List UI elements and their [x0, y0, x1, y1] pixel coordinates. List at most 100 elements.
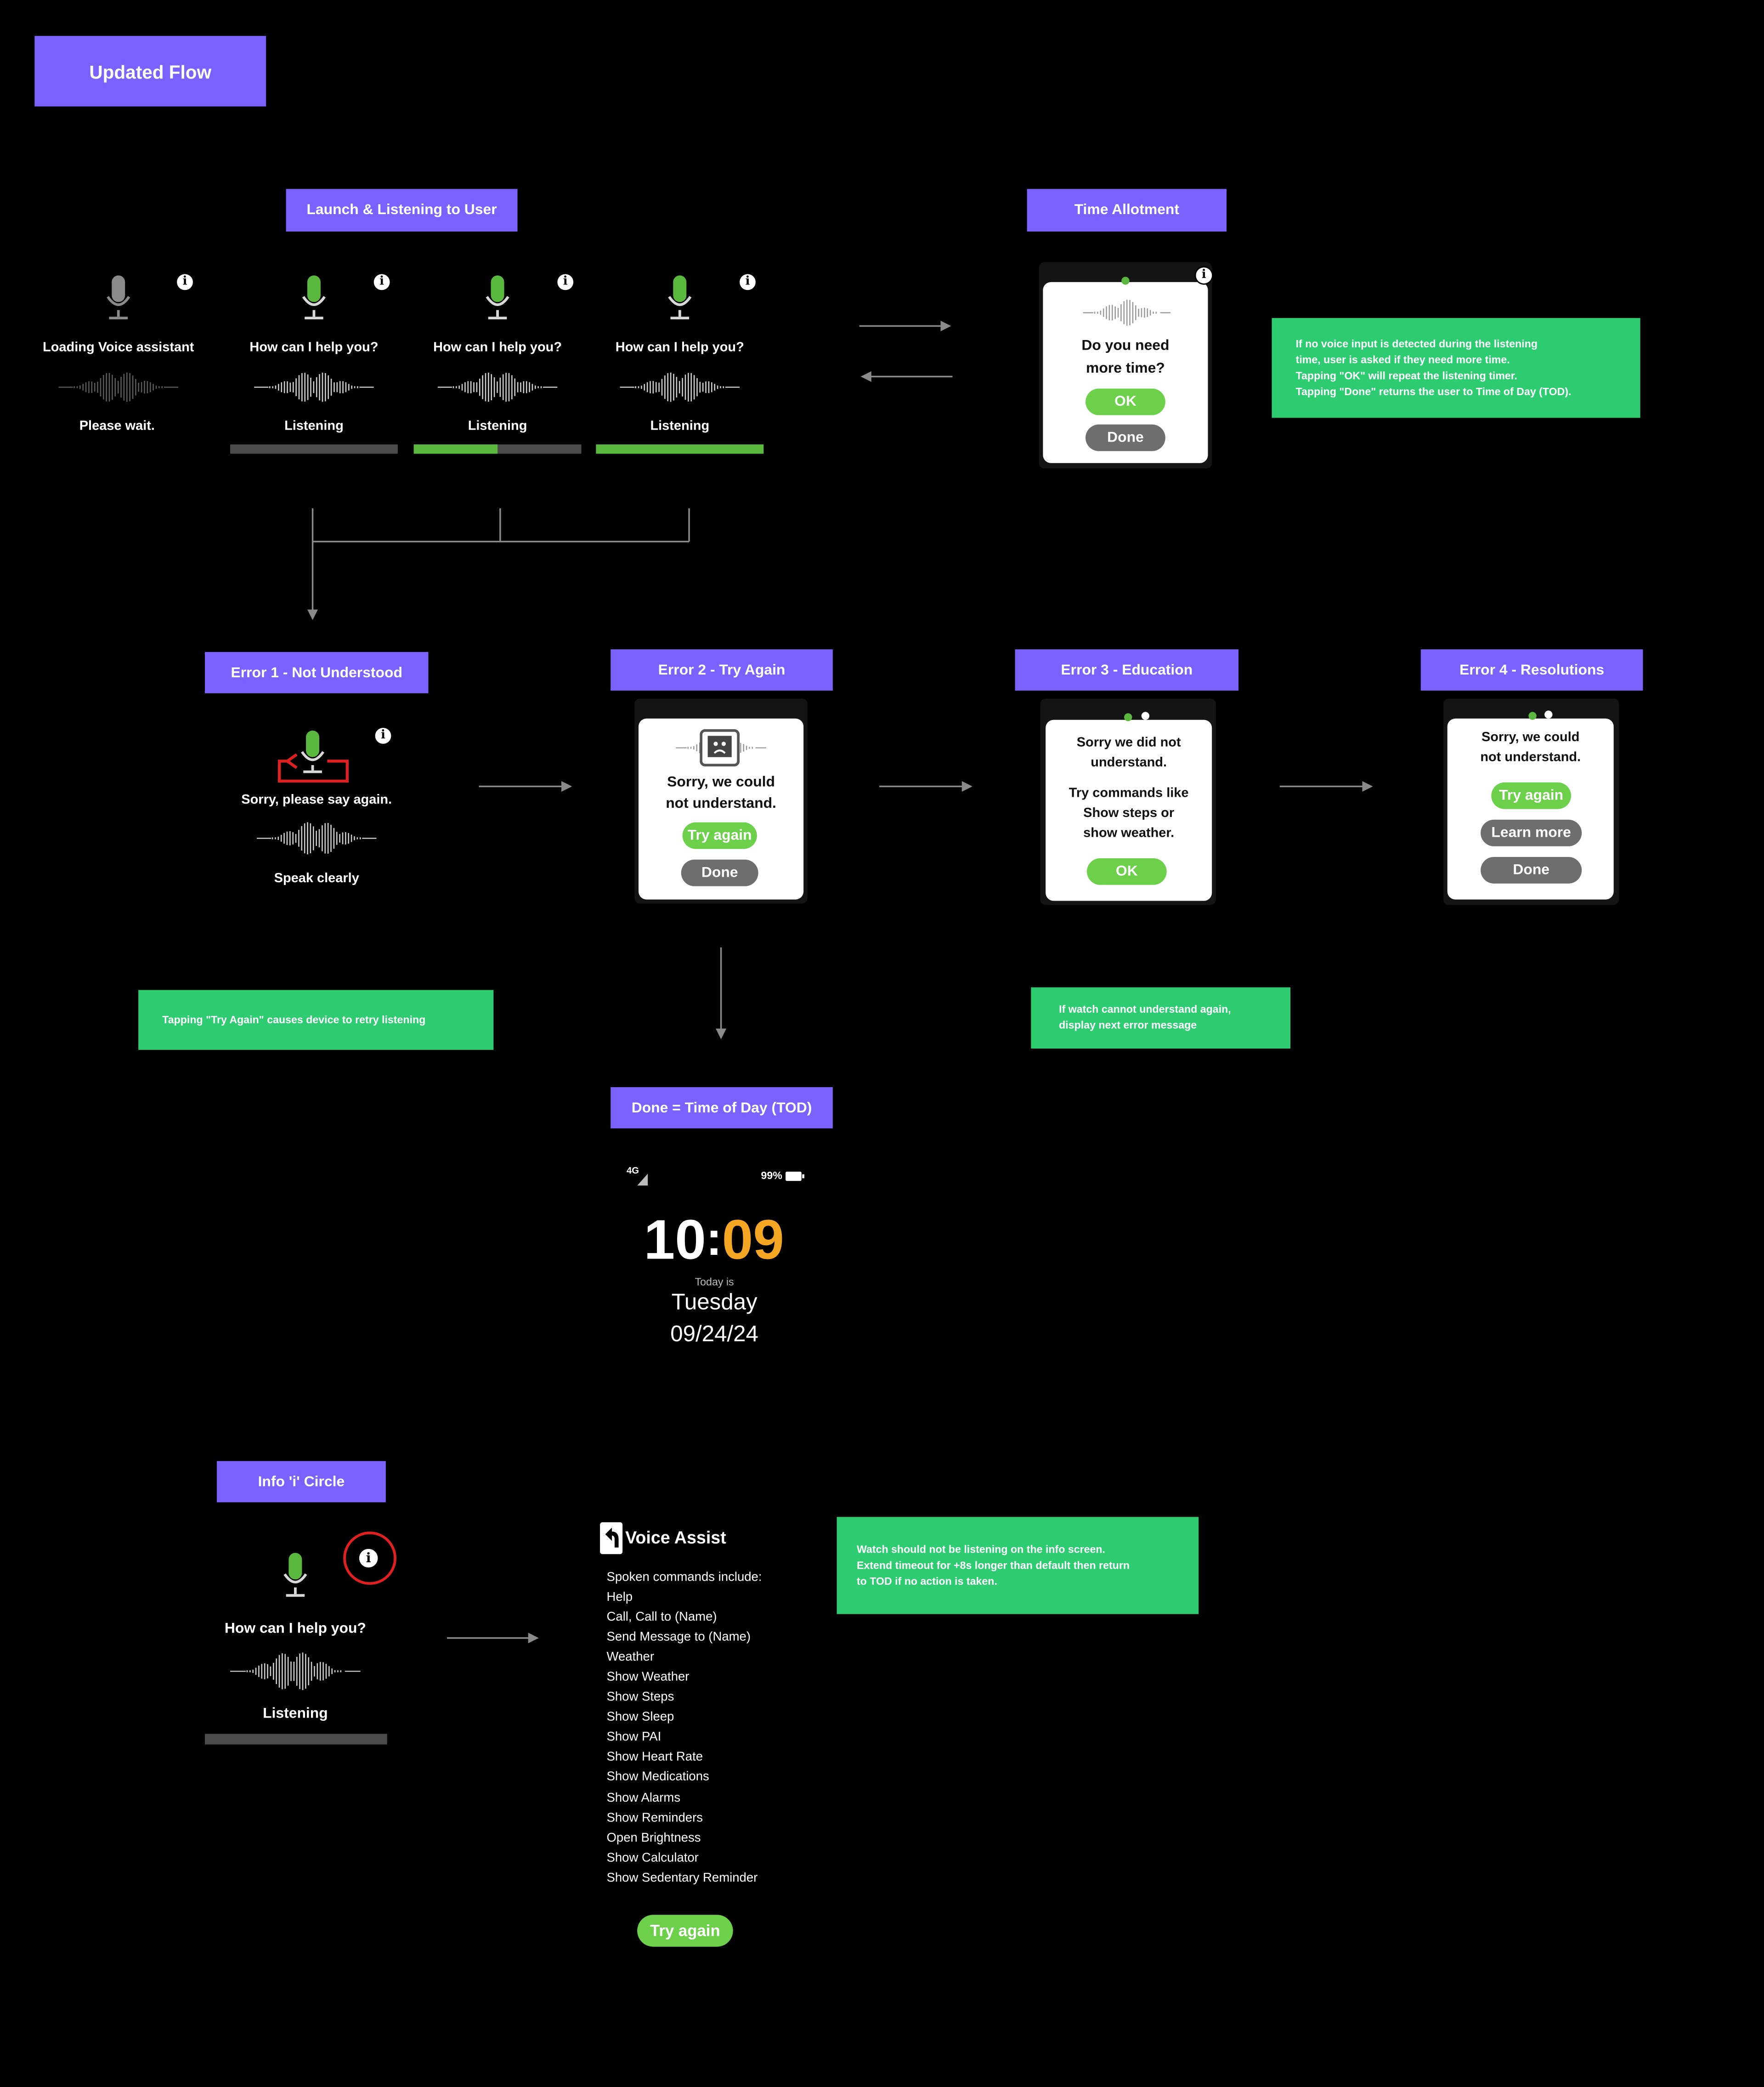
back-icon[interactable]: [600, 1522, 623, 1554]
label-time-allotment: Time Allotment: [1027, 189, 1227, 232]
connector-listening-to-error: [313, 508, 690, 618]
page-title: Updated Flow: [34, 36, 266, 107]
note-next-error: If watch cannot understand again, displa…: [1031, 987, 1291, 1049]
info-icon[interactable]: i: [740, 274, 756, 290]
command-item: Send Message to (Name): [606, 1630, 751, 1645]
waveform-icon: [256, 822, 377, 855]
voice-assist-title: Voice Assist: [625, 1527, 726, 1548]
try-again-button[interactable]: Try again: [1491, 782, 1572, 809]
note-line: to TOD if no action is taken.: [856, 1575, 997, 1588]
more-time-dialog: Do you need more time? OK Done: [1043, 282, 1208, 463]
try-again-button[interactable]: Try again: [637, 1915, 733, 1947]
loading-title: Loading Voice assistant: [43, 340, 194, 356]
ok-button[interactable]: OK: [1086, 858, 1167, 885]
battery-label: 99%: [761, 1169, 782, 1182]
listening-status: Listening: [284, 419, 344, 434]
note-line: Extend timeout for +8s longer than defau…: [856, 1559, 1130, 1572]
mic-indicator-icon: [1124, 713, 1132, 721]
command-item: Weather: [606, 1650, 655, 1665]
waveform-icon: [437, 373, 558, 402]
mic-green-icon: [668, 275, 692, 320]
try-again-dialog: Sorry, we could not understand. Try agai…: [639, 718, 804, 900]
dialog-line-4: Show steps or: [1083, 806, 1175, 821]
listening-status: Listening: [650, 419, 710, 434]
ok-button[interactable]: OK: [1086, 388, 1165, 415]
sad-face-icon: [700, 729, 740, 767]
prompt-title: How can I help you?: [224, 1621, 366, 1637]
waveform-icon: [58, 372, 179, 402]
waveform-icon: [1083, 300, 1171, 326]
dialog-line-2: not understand.: [1480, 750, 1581, 766]
command-item: Help: [606, 1590, 633, 1605]
learn-more-button[interactable]: Learn more: [1481, 819, 1582, 846]
clock-hours: 10: [644, 1208, 706, 1271]
command-item: Show Sedentary Reminder: [606, 1871, 758, 1886]
command-item: Show Reminders: [606, 1811, 703, 1826]
command-item: Show Medications: [606, 1769, 709, 1785]
listening-progress-bar: [204, 1734, 387, 1745]
try-again-button[interactable]: Try again: [682, 822, 757, 849]
done-button[interactable]: Done: [1481, 856, 1582, 884]
info-dot-icon: [1141, 712, 1150, 720]
info-icon[interactable]: i: [373, 274, 390, 290]
clock: 10:09: [644, 1203, 784, 1286]
note-line: Watch should not be listening on the inf…: [856, 1543, 1105, 1556]
command-item: Open Brightness: [606, 1831, 701, 1846]
info-icon[interactable]: i: [375, 728, 391, 744]
prompt-title: How can I help you?: [615, 340, 744, 356]
dialog-line-2: more time?: [1086, 360, 1165, 377]
command-item: Show Alarms: [606, 1791, 681, 1806]
prompt-title: How can I help you?: [249, 340, 379, 356]
mic-green-icon: [486, 275, 509, 320]
info-highlight-ring: [343, 1531, 396, 1585]
info-icon[interactable]: i: [1196, 267, 1212, 284]
mic-green-icon: [283, 1553, 307, 1597]
label-error-2: Error 2 - Try Again: [611, 649, 833, 691]
label-launch-listening: Launch & Listening to User: [286, 189, 518, 232]
loading-status: Please wait.: [79, 419, 155, 434]
dialog-line-5: show weather.: [1083, 826, 1175, 841]
waveform-icon: [230, 1652, 361, 1690]
dialog-line-2: not understand.: [666, 795, 776, 812]
note-line: display next error message: [1059, 1019, 1197, 1032]
signal-label: 4G: [626, 1167, 639, 1176]
note-line: time, user is asked if they need more ti…: [1295, 354, 1510, 366]
command-item: Call, Call to (Name): [606, 1610, 717, 1625]
info-icon[interactable]: i: [557, 274, 574, 290]
mic-indicator-icon: [1528, 712, 1537, 720]
mic-indicator-icon: [1121, 277, 1130, 285]
label-error-3: Error 3 - Education: [1015, 649, 1239, 691]
today-label: Today is: [695, 1276, 734, 1288]
note-time-allotment: If no voice input is detected during the…: [1272, 318, 1640, 418]
dialog-line-1: Do you need: [1081, 338, 1170, 354]
note-try-again: Tapping "Try Again" causes device to ret…: [138, 990, 494, 1050]
mic-gray-icon: [107, 275, 130, 320]
info-dot-icon: [1544, 710, 1553, 719]
prompt-title: How can I help you?: [433, 340, 562, 356]
commands-intro: Spoken commands include:: [606, 1570, 762, 1585]
error1-status: Speak clearly: [274, 871, 359, 886]
command-item: Show PAI: [606, 1730, 662, 1745]
listening-progress-bar: [413, 444, 582, 454]
info-icon[interactable]: i: [359, 1548, 378, 1568]
education-dialog: Sorry we did not understand. Try command…: [1046, 720, 1212, 901]
label-info-circle: Info 'i' Circle: [217, 1461, 386, 1503]
command-item: Show Sleep: [606, 1710, 674, 1725]
command-item: Show Calculator: [606, 1851, 699, 1866]
mic-green-icon: [302, 275, 326, 320]
done-button[interactable]: Done: [681, 859, 758, 886]
listening-status: Listening: [263, 1706, 328, 1722]
command-item: Show Steps: [606, 1690, 674, 1705]
dialog-line-2: understand.: [1091, 755, 1167, 771]
listening-status: Listening: [468, 419, 527, 434]
label-done-tod: Done = Time of Day (TOD): [611, 1087, 833, 1129]
info-icon[interactable]: i: [177, 274, 193, 290]
battery-icon: [786, 1171, 804, 1181]
waveform-icon: [620, 372, 740, 402]
label-error-4: Error 4 - Resolutions: [1420, 649, 1643, 691]
note-line: Tapping "Done" returns the user to Time …: [1295, 386, 1572, 398]
done-button[interactable]: Done: [1086, 424, 1165, 451]
listening-progress-bar: [230, 444, 398, 454]
